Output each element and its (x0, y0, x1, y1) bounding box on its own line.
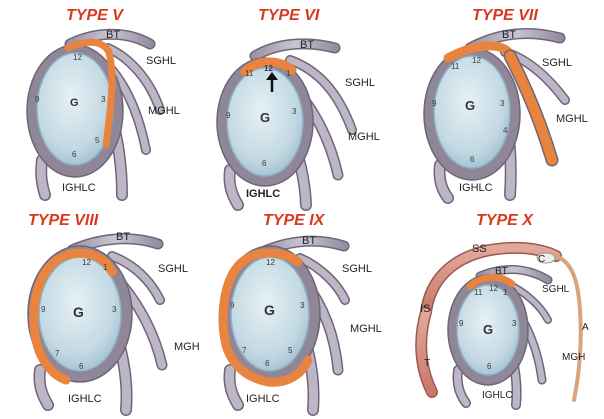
panel-title: TYPE IX (263, 212, 326, 229)
label-sghl: SGHL (146, 55, 176, 67)
clock-6: 6 (262, 159, 267, 168)
clock-3: 3 (292, 107, 297, 116)
label-bt: BT (106, 29, 120, 41)
clock-9: 9 (35, 95, 40, 104)
label-mgh: MGH (174, 341, 200, 353)
glenoid-fossa (433, 55, 511, 169)
clock-3: 3 (512, 319, 517, 328)
labrum-variant (64, 38, 116, 149)
label-sghl: SGHL (542, 284, 570, 295)
muscle-is (416, 307, 437, 397)
label-g: G (70, 97, 79, 109)
clock-6: 6 (470, 155, 475, 164)
clock-9: 9 (226, 111, 231, 120)
labrum-variant (240, 57, 297, 77)
clock-6: 6 (79, 362, 84, 371)
label-g: G (260, 110, 270, 125)
clock-9: 9 (41, 305, 46, 314)
clock-7: 7 (55, 349, 60, 358)
panel-title: TYPE V (66, 7, 124, 24)
clock-6: 6 (72, 150, 77, 159)
clock-1: 1 (286, 69, 291, 78)
label-sghl: SGHL (342, 263, 372, 275)
arrow-head (266, 72, 278, 80)
clock-12: 12 (73, 53, 82, 62)
clock-5: 5 (95, 136, 100, 145)
clock-12: 12 (472, 56, 481, 65)
label-sghl: SGHL (345, 77, 375, 89)
clock-3: 3 (101, 95, 106, 104)
coracoid (536, 252, 556, 264)
panel-title: TYPE VII (472, 7, 538, 24)
glenoid-fossa (456, 284, 520, 376)
clock-12: 12 (264, 64, 273, 73)
clock-12: 12 (489, 284, 498, 293)
label-mghl: MGHL (148, 105, 180, 117)
clock-9: 9 (432, 99, 437, 108)
panel-type-vi: TYPE VI BT SGHL MGHL IGHLC G 11 12 1 9 3… (216, 7, 380, 211)
label-ighlc: IGHLC (62, 182, 96, 194)
panel-title: TYPE VIII (28, 212, 99, 229)
label-ss: SS (472, 243, 487, 255)
tendon-a (554, 254, 583, 402)
label-mghl: MGHL (556, 113, 588, 125)
clock-7: 7 (242, 346, 247, 355)
clock-12: 12 (266, 258, 275, 267)
label-bt: BT (502, 29, 516, 41)
clock-1: 1 (103, 263, 108, 272)
panel-type-viii: TYPE VIII BT SGHL MGH IGHLC G 12 1 9 3 7… (27, 212, 200, 416)
clock-3: 3 (112, 305, 117, 314)
clock-11: 11 (451, 62, 460, 71)
clock-11: 11 (245, 69, 254, 78)
glenoid-fossa (36, 52, 114, 166)
clock-9: 9 (459, 319, 464, 328)
label-ighlc: IGHLC (246, 188, 280, 200)
clock-1: 1 (503, 288, 508, 297)
clock-11: 11 (474, 288, 483, 297)
label-ighlc: IGHLC (68, 393, 102, 405)
label-ighlc: IGHLC (482, 390, 513, 401)
glenoid-fossa (226, 67, 304, 177)
label-g: G (264, 302, 275, 318)
clock-6: 6 (265, 359, 270, 368)
label-ighlc: IGHLC (459, 182, 493, 194)
panel-type-vii: TYPE VII BT SGHL MGHL IGHLC G 11 12 9 3 … (423, 7, 588, 204)
clock-4: 4 (503, 126, 508, 135)
clock-5: 5 (288, 346, 293, 355)
label-a: A (582, 322, 589, 333)
label-mghl: MGHL (350, 323, 382, 335)
label-bt: BT (116, 231, 130, 243)
label-g: G (465, 98, 475, 113)
panel-type-ix: TYPE IX BT SGHL MGHL IGHLC G 12 9 3 7 6 … (218, 212, 382, 416)
panel-type-x: TYPE X SS C BT SGHL IS A MGH T IGH (415, 212, 589, 410)
clock-3: 3 (500, 99, 505, 108)
clock-3: 3 (300, 301, 305, 310)
clock-6: 6 (487, 362, 492, 371)
label-ighlc: IGHLC (246, 393, 280, 405)
label-mgh: MGH (562, 352, 585, 363)
label-bt: BT (300, 39, 314, 51)
label-c: C (538, 254, 545, 265)
panel-title: TYPE X (476, 212, 534, 229)
labrum-variant (218, 248, 313, 387)
label-mghl: MGHL (348, 131, 380, 143)
label-g: G (483, 322, 493, 337)
label-sghl: SGHL (158, 263, 188, 275)
clock-9: 9 (230, 301, 235, 310)
label-is: IS (420, 303, 430, 315)
label-t: T (424, 358, 430, 369)
label-bt: BT (302, 235, 316, 247)
label-g: G (73, 304, 84, 320)
label-bt: BT (495, 266, 508, 277)
label-sghl: SGHL (542, 57, 572, 69)
panel-title: TYPE VI (258, 7, 320, 24)
panel-type-v: TYPE V BT SGHL MGHL IGHLC G 12 9 3 6 5 (26, 7, 180, 201)
clock-12: 12 (82, 258, 91, 267)
muscle-ss (421, 243, 561, 317)
labrum-variant (466, 274, 516, 290)
labrum-variant (29, 248, 117, 385)
cord-mghl (505, 51, 557, 165)
